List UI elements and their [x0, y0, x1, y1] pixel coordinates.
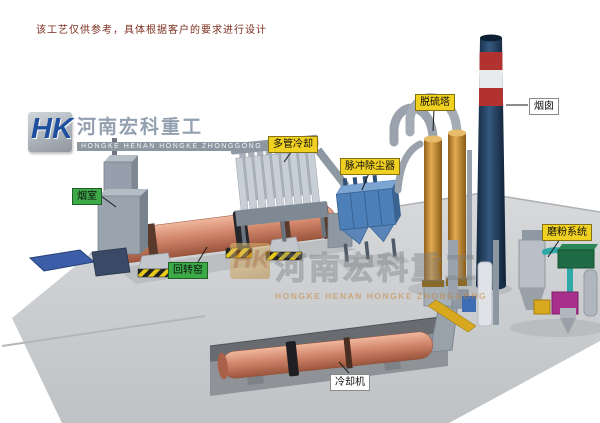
filter-rib: [363, 191, 369, 228]
cooler-collector: [235, 200, 329, 227]
disclaimer-text: 该工艺仅供参考，具体根据客户的要求进行设计: [36, 25, 267, 36]
service-pipe: [467, 150, 472, 286]
white-cylinder: [477, 261, 493, 327]
label-rotary-kiln: 回转窑: [168, 262, 208, 279]
smoke-stack-pipe: [112, 138, 117, 164]
chimney-band-white: [479, 70, 503, 88]
leader-smoke-chamber: [100, 195, 117, 208]
mill-body: [518, 239, 546, 289]
cooler-support: [246, 374, 264, 386]
cooler-end-cap: [217, 352, 228, 380]
pulse-valve: [362, 176, 368, 184]
dust-collector-shadow: [336, 252, 410, 271]
mill-shadow: [510, 319, 600, 337]
hk-monogram: HK: [31, 113, 73, 145]
cooler-to-filter-duct: [314, 147, 350, 189]
label-grinding-system: 磨粉系统: [542, 224, 592, 241]
green-tank-top: [558, 244, 598, 250]
kiln-riding-ring: [145, 223, 160, 263]
cooler-leg: [280, 221, 287, 242]
filter-leg: [391, 238, 397, 257]
kiln-pier: [137, 252, 173, 272]
grinding-system: [518, 230, 598, 334]
filter-leg: [364, 241, 370, 260]
leader-grinding: [547, 238, 561, 258]
pulse-valve: [372, 174, 378, 183]
smoke-chamber-front: [97, 195, 141, 255]
preheater-cluster: [427, 240, 499, 333]
gray-tower-pipe: [448, 240, 458, 300]
tower-top: [448, 129, 466, 137]
watermark-center: HK 河南宏科重工 HONGKE HENAN HONGKE ZHONGGONG: [230, 243, 487, 301]
bag-filter-side: [132, 155, 138, 196]
brand-name-en: HONGKE HENAN HONGKE ZHONGGONG: [275, 291, 488, 301]
chimney-band-red: [478, 88, 504, 106]
bag-filter-top: [104, 155, 138, 162]
cooler-riding-ring: [343, 337, 353, 369]
chimney-cap: [480, 34, 502, 42]
label-multi-tube-cooler: 多管冷却: [268, 136, 318, 153]
yellow-unit: [533, 299, 551, 315]
feed-unit: [91, 247, 131, 277]
cyclone-cone: [560, 318, 576, 334]
label-chimney: 烟囱: [529, 98, 559, 115]
mill-inlet: [522, 230, 542, 242]
blue-box: [462, 296, 476, 312]
hk-monogram: HK: [233, 244, 271, 274]
leader-lines: [100, 104, 561, 374]
tower-shell: [424, 138, 442, 286]
filter-rib: [377, 189, 383, 226]
hk-logo-icon: HK: [230, 243, 271, 279]
pulse-dust-collector: [335, 174, 401, 262]
cooling-machine: [217, 331, 433, 386]
gray-cylinder: [583, 269, 598, 317]
cyclone-body: [560, 308, 576, 318]
pulse-valve: [342, 178, 348, 186]
cooler-leg: [320, 217, 327, 238]
cooler-leg: [240, 225, 247, 246]
filter-outlet-duct: [394, 140, 424, 194]
filter-leg: [343, 243, 349, 262]
cooler-support: [384, 359, 402, 371]
pulse-valve: [352, 177, 358, 185]
brand-name-cn: 河南宏科重工: [274, 250, 479, 286]
thin-pipe: [493, 240, 499, 325]
leader-tower: [432, 108, 435, 132]
leader-cooling-machine: [338, 361, 350, 374]
leader-dust-collector: [361, 172, 370, 191]
filter-rib: [349, 192, 355, 229]
label-smoke-chamber: 烟室: [72, 188, 102, 205]
chimney-band-red: [479, 52, 503, 70]
multi-tube-cooler: [230, 134, 329, 246]
yellow-chute: [427, 299, 477, 333]
filter-side: [392, 179, 401, 225]
brand-name-cn: 河南宏科重工: [77, 117, 204, 138]
watermark-logo: HK 河南宏科重工 HONGKE HENAN HONGKE ZHONGGONG: [28, 112, 267, 152]
label-pulse-dust-collector: 脉冲除尘器: [340, 158, 400, 175]
trench-rim: [209, 315, 449, 347]
smoke-chamber: [91, 138, 148, 277]
ground-step-edge: [1, 315, 206, 347]
tower-base: [422, 280, 444, 287]
green-tank: [557, 249, 595, 269]
cooler-girth-ring: [285, 340, 299, 377]
label-cooling-machine: 冷却机: [330, 374, 370, 391]
leader-rotary-kiln: [197, 246, 208, 263]
hk-logo-icon: HK: [28, 112, 73, 152]
smoke-chamber-side: [140, 189, 148, 254]
brand-name-en: HONGKE HENAN HONGKE ZHONGGONG: [77, 142, 267, 151]
tower-top: [424, 135, 442, 143]
smoke-chamber-top: [98, 189, 148, 196]
label-desulfurization-tower: 脱硫塔: [415, 94, 455, 111]
